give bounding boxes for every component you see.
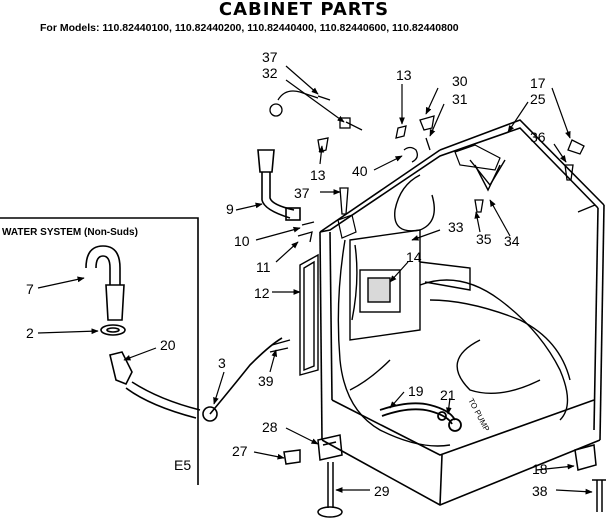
part-label-10: 10 xyxy=(234,233,250,249)
part-label-19: 19 xyxy=(408,383,424,399)
to-pump-note: TO PUMP xyxy=(466,397,491,433)
part-label-17: 17 xyxy=(530,75,546,91)
part-label-7: 7 xyxy=(26,281,34,297)
part-label-28: 28 xyxy=(262,419,278,435)
part-label-18: 18 xyxy=(532,461,548,477)
part-label-37: 37 xyxy=(262,49,278,65)
part-label-38: 38 xyxy=(532,483,548,499)
part-label-31: 31 xyxy=(452,91,468,107)
top-hardware xyxy=(269,90,435,243)
part-label-2: 2 xyxy=(26,325,34,341)
part-label-11: 11 xyxy=(256,259,271,275)
leveling-leg xyxy=(283,434,343,518)
part-label-9: 9 xyxy=(226,201,234,217)
water-system-inset xyxy=(0,217,283,485)
part-label-34: 34 xyxy=(504,233,520,249)
part-label-30: 30 xyxy=(452,73,468,89)
part-label-20: 20 xyxy=(160,337,176,353)
right-foot xyxy=(574,444,606,512)
figure-code: E5 xyxy=(174,457,191,473)
part-label-36: 36 xyxy=(530,129,546,145)
part-label-3: 3 xyxy=(218,355,226,371)
inset-title: WATER SYSTEM (Non-Suds) xyxy=(2,227,138,238)
part-label-39: 39 xyxy=(258,373,274,389)
part-label-40: 40 xyxy=(352,163,368,179)
drain-hose xyxy=(257,149,301,221)
right-hardware xyxy=(474,139,596,213)
part-label-29: 29 xyxy=(374,483,390,499)
part-label-27: 27 xyxy=(232,443,248,459)
part-label-25: 25 xyxy=(530,91,546,107)
control-bracket xyxy=(349,229,471,341)
leader-arrows xyxy=(37,65,593,495)
part-label-13b: 13 xyxy=(310,167,326,183)
part-label-21: 21 xyxy=(440,387,456,403)
internal-hoses xyxy=(337,159,571,447)
part-label-37b: 37 xyxy=(294,185,310,201)
part-label-33: 33 xyxy=(448,219,464,235)
page-title: CABINET PARTS xyxy=(218,0,390,20)
part-label-13: 13 xyxy=(396,67,412,83)
part-label-12: 12 xyxy=(254,285,270,301)
part-label-32: 32 xyxy=(262,65,278,81)
part-label-14: 14 xyxy=(406,249,422,265)
rear-bracket xyxy=(269,339,291,353)
part-label-35: 35 xyxy=(476,231,492,247)
side-panel xyxy=(299,253,319,376)
model-list: For Models: 110.82440100, 110.82440200, … xyxy=(40,22,459,34)
cabinet-shell xyxy=(319,119,605,506)
